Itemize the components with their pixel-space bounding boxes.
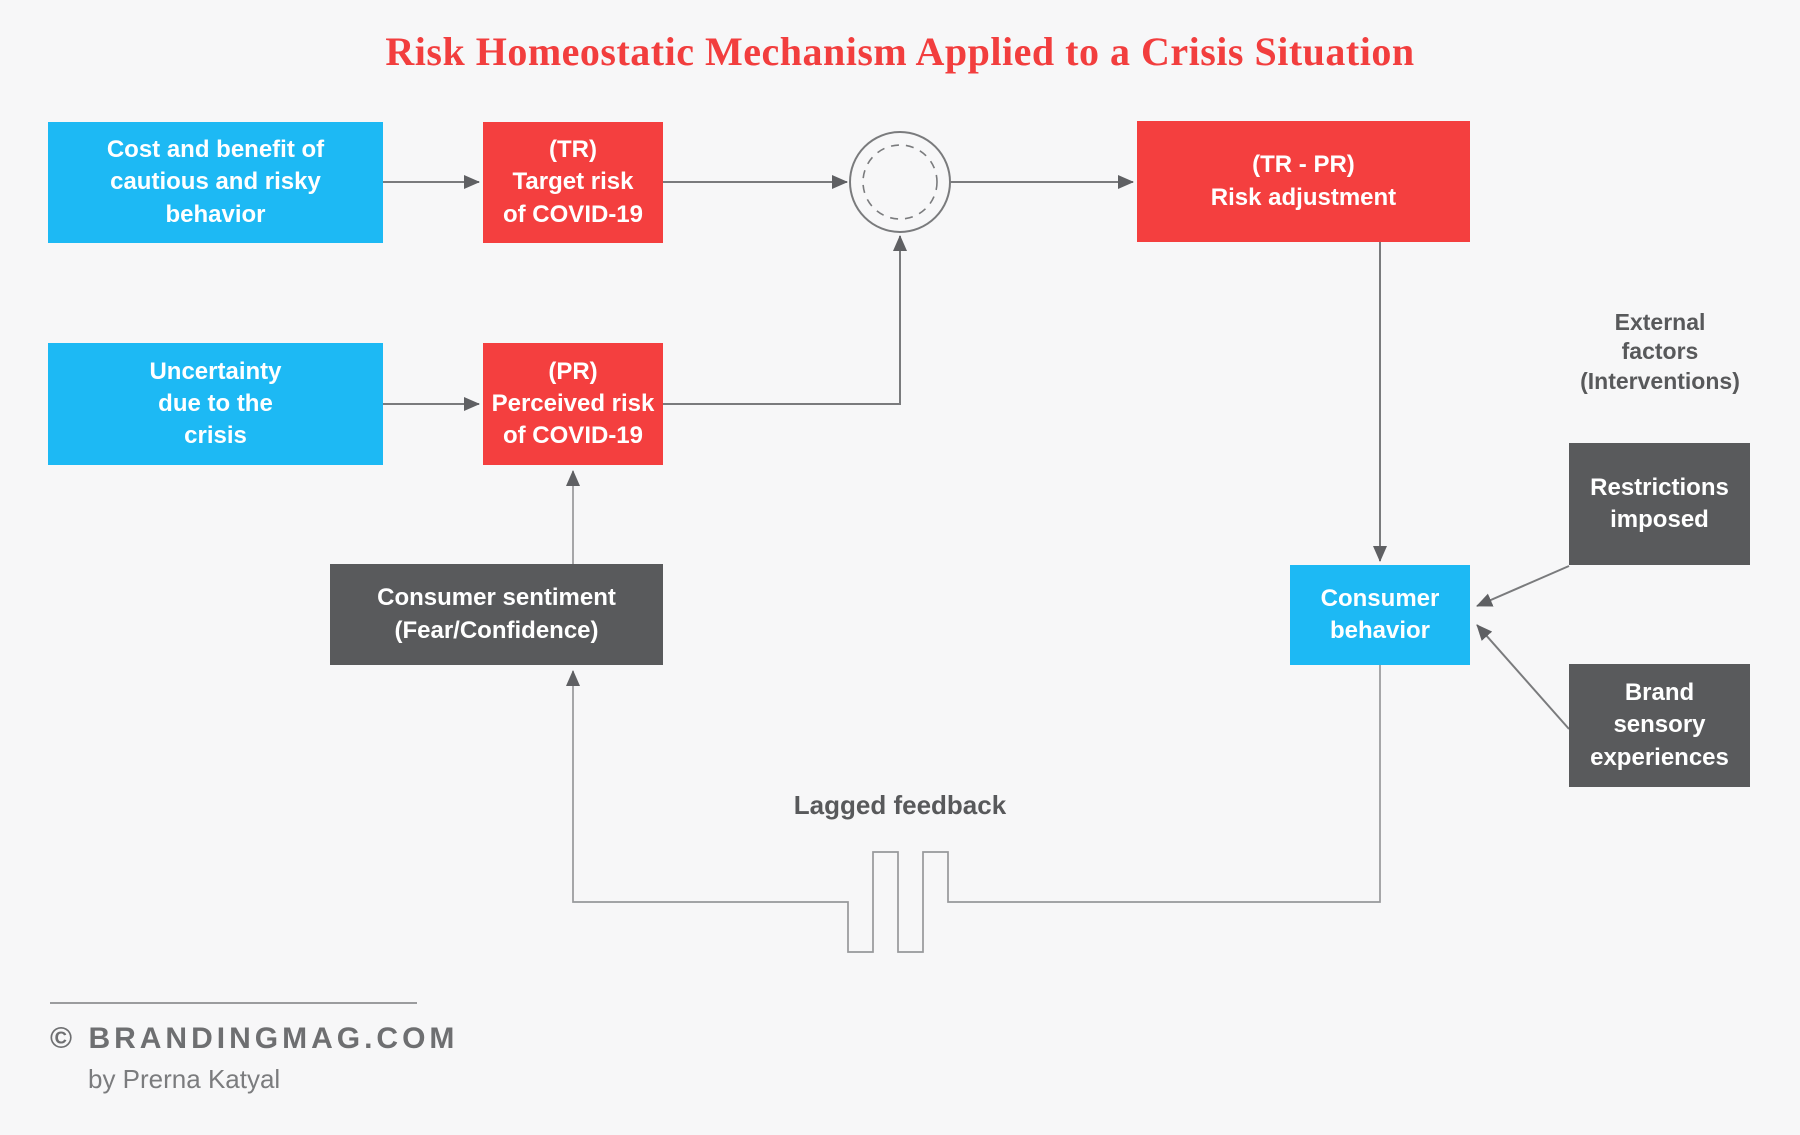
brand-sensory-box: Brand sensory experiences — [1569, 664, 1750, 787]
perceived-risk-box: (PR) Perceived risk of COVID-19 — [483, 343, 663, 465]
uncertainty-label: Uncertainty due to the crisis — [149, 357, 282, 450]
consumer-sentiment-box: Consumer sentiment (Fear/Confidence) — [330, 564, 663, 665]
brand-sensory-label: Brand sensory experiences — [1590, 679, 1729, 771]
lagged-feedback-connector — [566, 665, 1381, 953]
diagram-title: Risk Homeostatic Mechanism Applied to a … — [385, 29, 1415, 74]
external-factors-label: External factors (Interventions) — [1580, 309, 1740, 394]
arrow-perceivedrisk-to-comparator — [663, 235, 907, 405]
risk-adjustment-box: (TR - PR) Risk adjustment — [1137, 121, 1470, 242]
footer-divider — [50, 1002, 417, 1004]
cost-benefit-label: Cost and benefit of cautious and risky b… — [106, 136, 325, 228]
perceived-risk-label: (PR) Perceived risk of COVID-19 — [491, 357, 655, 450]
target-risk-label: (TR) Target risk of COVID-19 — [502, 136, 643, 228]
footer-byline: by Prerna Katyal — [88, 1064, 281, 1094]
arrow-brandsensory-to-consumerbehavior — [1476, 624, 1570, 730]
comparator-circle-icon — [849, 131, 951, 233]
target-risk-box: (TR) Target risk of COVID-19 — [483, 122, 663, 243]
arrow-restrictions-to-consumerbehavior — [1476, 565, 1570, 607]
cost-benefit-box: Cost and benefit of cautious and risky b… — [48, 122, 383, 243]
risk-adjustment-label: (TR - PR) Risk adjustment — [1210, 151, 1397, 211]
restrictions-imposed-box: Restrictions imposed — [1569, 443, 1750, 565]
footer-brand: © BRANDINGMAG.COM — [50, 1022, 459, 1055]
lagged-feedback-label: Lagged feedback — [793, 790, 1007, 820]
consumer-behavior-box: Consumer behavior — [1290, 565, 1470, 665]
uncertainty-box: Uncertainty due to the crisis — [48, 343, 383, 465]
consumer-sentiment-label: Consumer sentiment (Fear/Confidence) — [377, 584, 616, 644]
consumer-behavior-label: Consumer behavior — [1320, 584, 1440, 644]
restrictions-imposed-label: Restrictions imposed — [1590, 473, 1729, 533]
